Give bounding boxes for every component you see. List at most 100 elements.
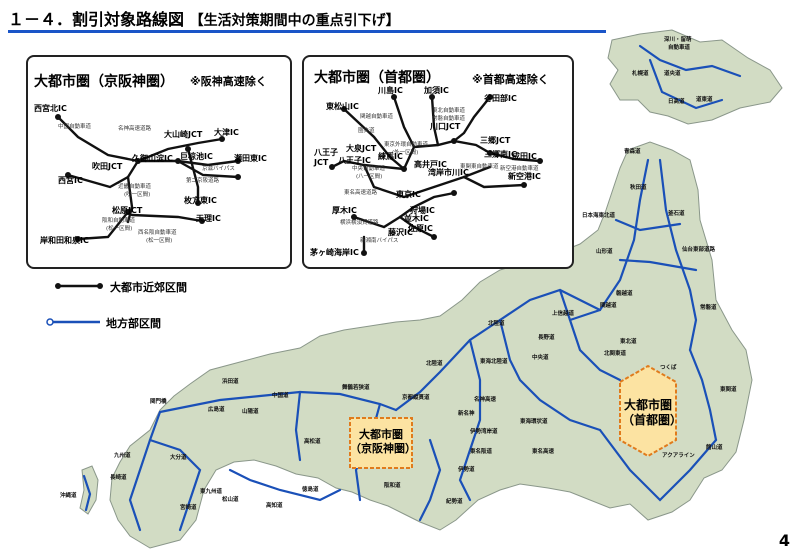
inset-shutoken-label: 中央自動車道 xyxy=(352,166,386,172)
map-road-label: 釜石道 xyxy=(668,211,685,217)
inset-keihanshin-label: 瀬田東IC xyxy=(234,154,267,163)
inset-shutoken-label: 東名高速道路 xyxy=(344,190,378,196)
legend-regional: 地方部区間 xyxy=(106,317,161,330)
inset-keihanshin-title: 大都市圏（京阪神圏） xyxy=(34,74,174,90)
inset-shutoken-label: 成田IC xyxy=(512,152,537,161)
map-road-label: 東海環状道 xyxy=(520,419,548,425)
hub-keihanshin-box xyxy=(349,417,413,469)
map-road-label: 長野道 xyxy=(538,335,555,341)
regional-roads xyxy=(82,44,742,532)
hub-shutoken-label: 大都市圏 （首都圏） xyxy=(622,398,682,428)
map-road-label: 深川・留萌 xyxy=(664,37,692,43)
title-sub: 【生活対策期間中の重点引下げ】 xyxy=(189,13,400,29)
inset-keihanshin-label: 天理IC xyxy=(196,214,221,223)
hub-shutoken-hex xyxy=(619,364,677,458)
inset-shutoken-label: 湾岸市川IC xyxy=(428,168,469,177)
map-road-label: 常磐道 xyxy=(700,305,717,311)
inset-shutoken-label: 練馬IC xyxy=(378,152,403,161)
inset-shutoken-label: 狩場IC xyxy=(410,206,435,215)
map-road-label: 高知道 xyxy=(266,503,283,509)
inset-keihanshin-label: 近畿自動車道 xyxy=(118,184,152,190)
map-road-label: 磐越道 xyxy=(616,291,633,297)
inset-keihanshin-label: (松一区間) xyxy=(146,238,173,244)
map-road-label: 大分道 xyxy=(170,455,187,461)
map-road-label: 舞鶴若狭道 xyxy=(342,385,370,391)
inset-keihanshin-label: 吹田JCT xyxy=(92,162,123,171)
inset-shutoken-label: 大泉JCT xyxy=(346,144,377,153)
map-road-label: 東名高速 xyxy=(532,449,555,455)
inset-shutoken-label: 三郷JCT xyxy=(480,136,511,145)
inset-shutoken-label: 川口JCT xyxy=(430,122,461,131)
map-road-label: 東名阪道 xyxy=(470,449,493,455)
map-road-label: 山形道 xyxy=(596,249,613,255)
map-road-label: 北陸道 xyxy=(488,321,505,327)
map-road-label: 伊勢湾岸道 xyxy=(470,429,498,435)
inset-keihanshin-label: 枚方東IC xyxy=(184,196,217,205)
map-road-label: 高松道 xyxy=(304,439,321,445)
hub-keihanshin-line1: 大都市圏 xyxy=(359,428,403,441)
inset-shutoken-label: 常磐自動車道 xyxy=(432,116,466,122)
inset-keihanshin-label: 名神高速道路 xyxy=(118,126,152,132)
legend-suburban: 大都市近郊区間 xyxy=(110,281,187,294)
map-road-label: 東北道 xyxy=(620,339,637,345)
map-road-label: 東海北陸道 xyxy=(480,359,508,365)
inset-shutoken-title: 大都市圏（首都圏） xyxy=(314,70,440,86)
inset-keihanshin-label: 阪和自動車道 xyxy=(102,218,136,224)
map-road-label: 北関東道 xyxy=(604,351,627,357)
map-road-label: 徳島道 xyxy=(302,487,319,493)
title-underline xyxy=(8,30,606,33)
inset-shutoken-note: ※首都高速除く xyxy=(472,73,549,86)
map-road-label: 秋田道 xyxy=(630,185,647,191)
map-road-label: 関越道 xyxy=(600,303,617,309)
map-road-label: 伊勢道 xyxy=(458,467,475,473)
map-road-label: 日本海東北道 xyxy=(582,213,616,219)
map-road-label: 中国道 xyxy=(272,393,289,399)
map-road-label: 東関道 xyxy=(720,387,737,393)
inset-shutoken-label: 厚木IC xyxy=(332,206,357,215)
map-road-label: 長崎道 xyxy=(110,475,127,481)
inset-shutoken-label: 並木IC xyxy=(404,214,429,223)
inset-keihanshin-label: 巨椋池IC xyxy=(180,152,213,161)
inset-shutoken-label: 圏央道 xyxy=(358,128,375,134)
map-road-label: 宮崎道 xyxy=(180,505,197,511)
inset-shutoken-label: 東松山IC xyxy=(326,102,359,111)
map-road-label: 自動車道 xyxy=(668,45,691,51)
inset-keihanshin-label: 西宮IC xyxy=(58,176,83,185)
inset-shutoken-label: 関越自動車道 xyxy=(360,114,394,120)
map-road-label: 松山道 xyxy=(222,497,239,503)
hub-keihanshin-line2: （京阪神圏） xyxy=(350,441,416,455)
inset-shutoken-label: 川島IC xyxy=(378,86,403,95)
inset-shutoken-label: 新空港IC xyxy=(508,172,541,181)
map-road-label: 道東道 xyxy=(696,97,713,103)
inset-keihanshin-label: 中国自動車道 xyxy=(58,124,92,130)
inset-keihanshin-label: 松原JCT xyxy=(112,206,143,215)
map-road-label: 日高道 xyxy=(668,99,685,105)
inset-shutoken-label: (八一区間) xyxy=(356,174,383,180)
page-title: １－４．割引対象路線図 【生活対策期間中の重点引下げ】 xyxy=(8,6,400,30)
inset-keihanshin-diagram xyxy=(55,114,241,242)
inset-keihanshin-label: (松一区間) xyxy=(106,226,133,232)
inset-shutoken-label: 東京外環自動車道 xyxy=(384,142,429,148)
map-road-label: 道央道 xyxy=(664,71,681,77)
mainland-land xyxy=(109,141,753,549)
inset-keihanshin-label: 西名阪自動車道 xyxy=(138,230,177,236)
map-road-label: 新名神 xyxy=(458,411,475,417)
map-road-label: 紀勢道 xyxy=(446,499,463,505)
inset-keihanshin-label: (吹一区間) xyxy=(124,192,151,198)
map-road-label: 札幌道 xyxy=(632,71,649,77)
page-number: 4 xyxy=(778,531,790,550)
map-road-label: 青森道 xyxy=(624,149,641,155)
inset-keihanshin-label: 大津IC xyxy=(214,128,239,137)
inset-shutoken-label: 横浜横須賀道路 xyxy=(340,220,379,226)
inset-shutoken-label: 谷田部IC xyxy=(484,94,517,103)
map-road-label: 東九州道 xyxy=(200,489,223,495)
inset-shutoken-label: 佐原IC xyxy=(408,224,433,233)
inset-keihanshin-label: 大山崎JCT xyxy=(164,130,203,139)
inset-keihanshin-label: 久御山淀IC xyxy=(132,154,173,163)
inset-shutoken-label: 八王子 xyxy=(314,148,338,157)
inset-shutoken-diagram xyxy=(329,94,543,256)
